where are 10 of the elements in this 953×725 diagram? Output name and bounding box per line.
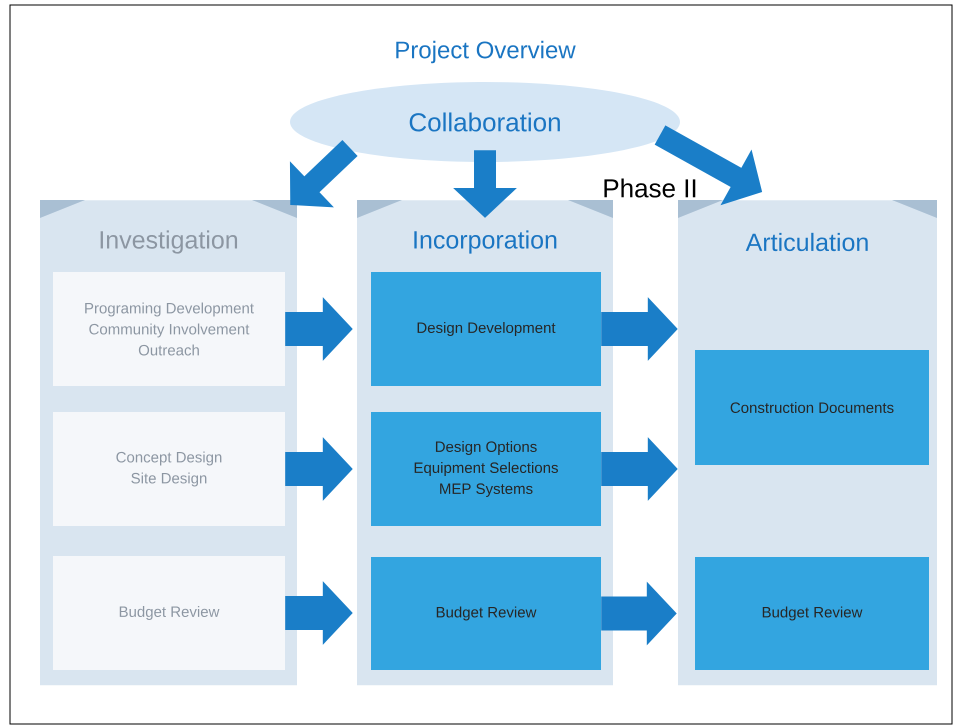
process-box: Concept Design Site Design [53,412,285,526]
phase-label: Phase II [604,178,696,198]
process-box: Construction Documents [695,350,929,465]
process-box: Design Options Equipment Selections MEP Systems [371,412,601,526]
title: Project Overview [396,40,576,64]
process-box: Budget Review [371,557,601,670]
process-box: Design Development [371,272,601,386]
process-box: Budget Review [695,557,929,670]
process-box: Budget Review [53,556,285,670]
process-box: Programing Development Community Involvement Outreach [53,272,285,386]
